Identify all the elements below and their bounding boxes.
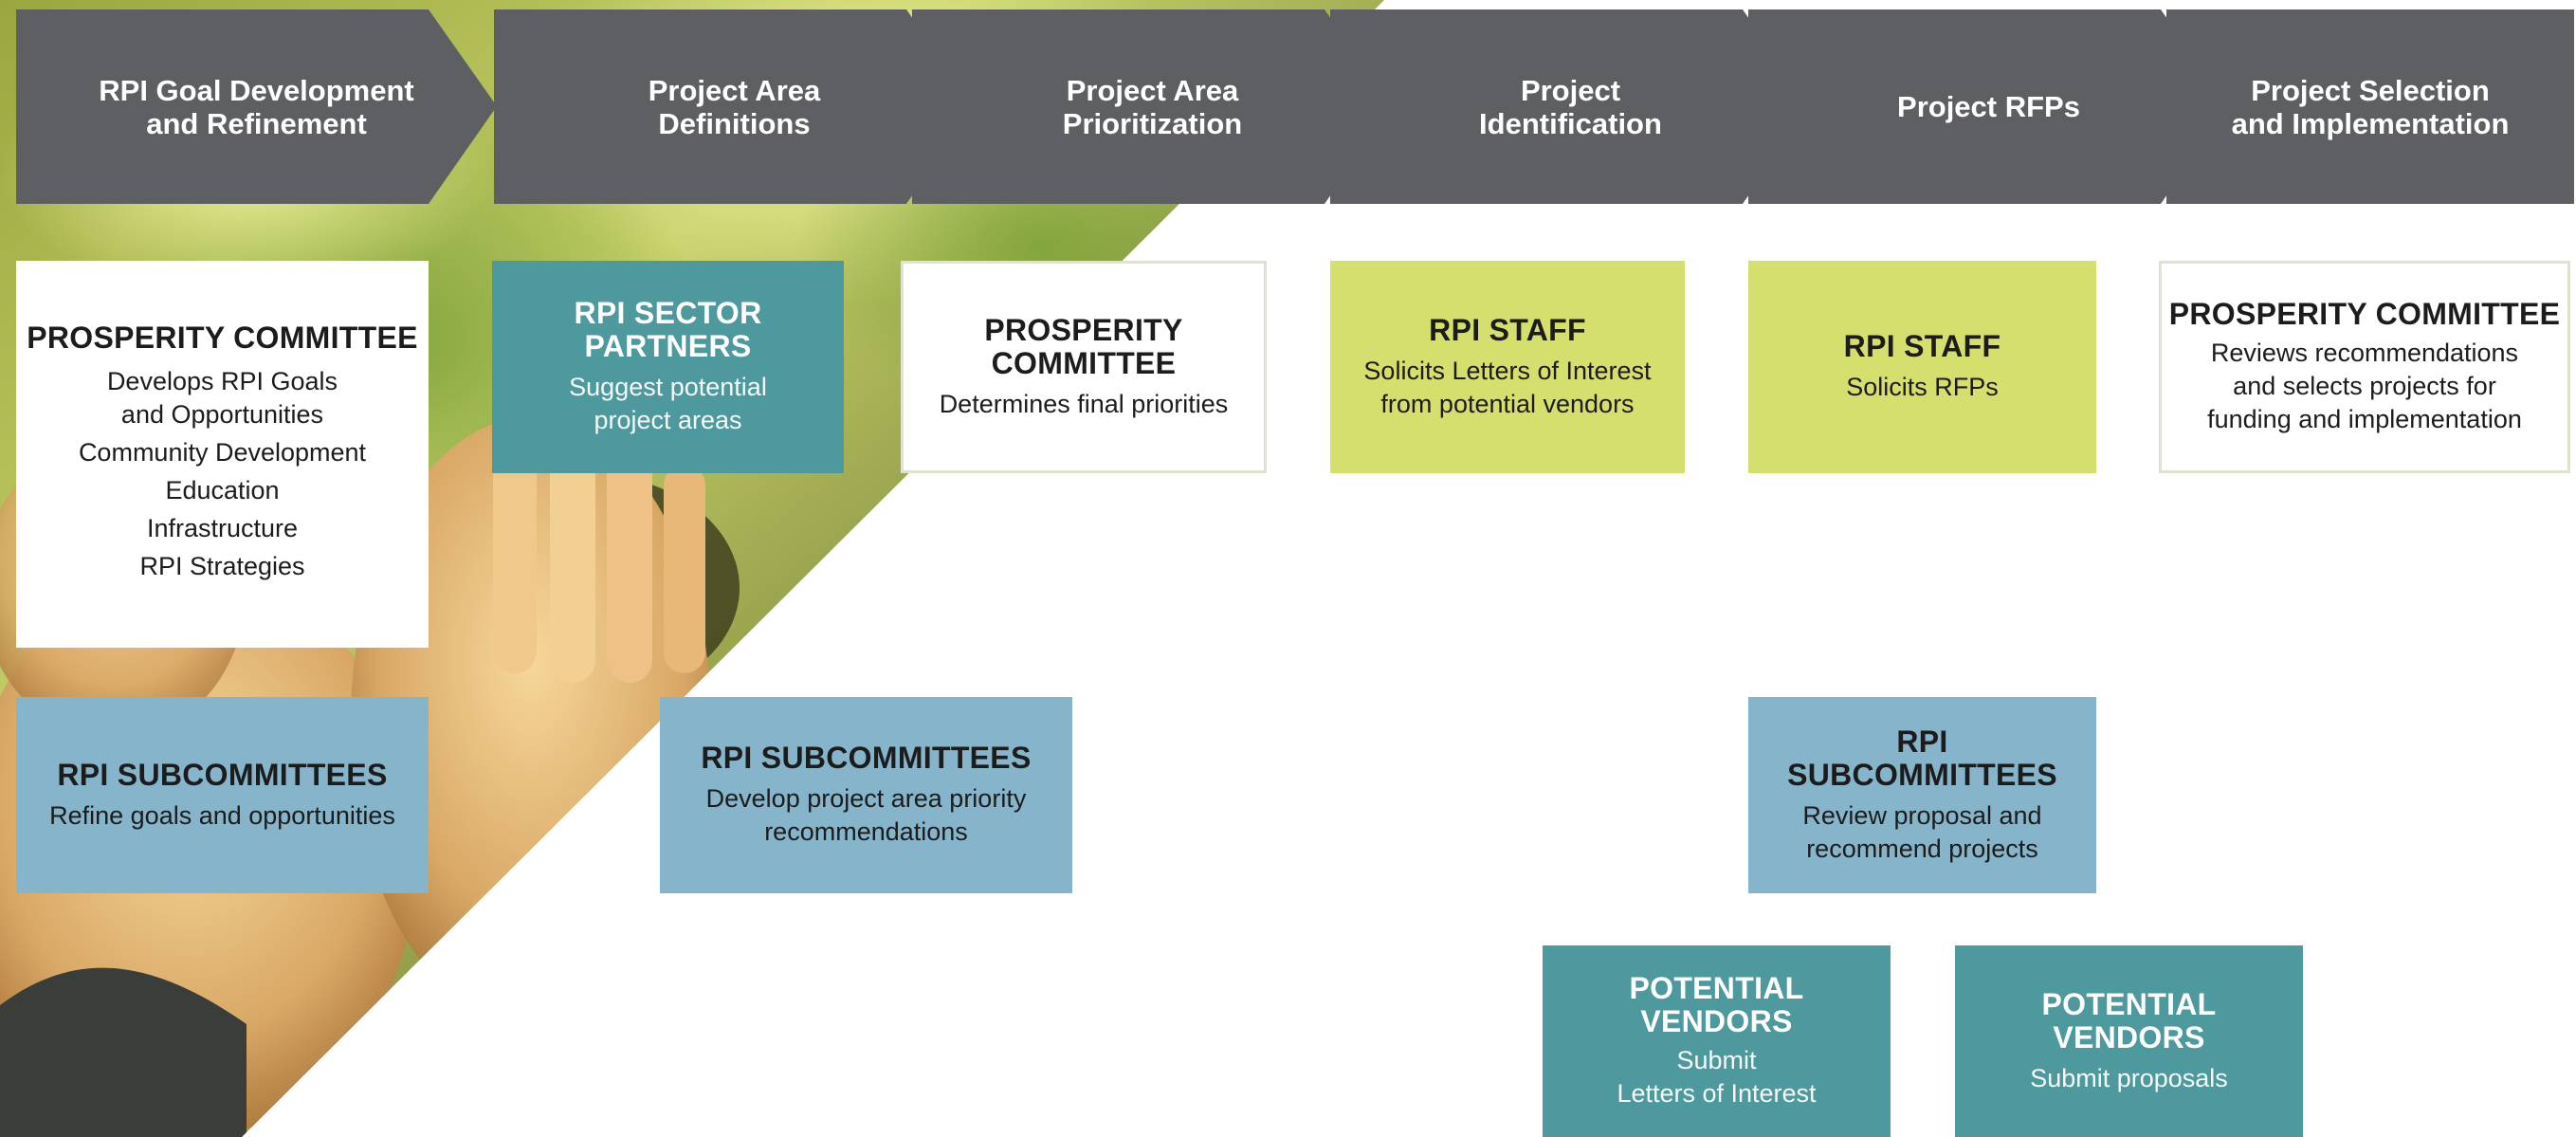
box-rpi-sector-partners: RPI SECTOR PARTNERS Suggest potential pr…	[492, 261, 844, 473]
box-rpi-subcommittees-priority: RPI SUBCOMMITTEES Develop project area p…	[660, 697, 1072, 893]
box-list: Develops RPI Goals and Opportunities Com…	[79, 360, 366, 588]
box-potential-vendors-letters: POTENTIAL VENDORS Submit Letters of Inte…	[1543, 945, 1891, 1137]
box-text: Submit Letters of Interest	[1617, 1046, 1817, 1108]
step-label: Project Area Definitions	[648, 73, 821, 140]
step-label: Project Area Prioritization	[1062, 73, 1243, 140]
step-goal-development: RPI Goal Development and Refinement	[16, 9, 497, 204]
list-item: RPI Strategies	[139, 551, 305, 580]
list-item: Community Development	[78, 437, 367, 467]
box-title: PROSPERITY COMMITTEE	[984, 312, 1183, 380]
box-rpi-staff-letters: RPI STAFF Solicits Letters of Interest f…	[1330, 261, 1685, 473]
box-title: PROSPERITY COMMITTEE	[27, 320, 418, 355]
box-prosperity-committee-goals: PROSPERITY COMMITTEE Develops RPI Goals …	[16, 261, 429, 648]
step-project-selection: Project Selection and Implementation	[2166, 9, 2574, 204]
box-prosperity-committee-priorities: PROSPERITY COMMITTEE Determines final pr…	[901, 261, 1267, 473]
box-title: RPI STAFF	[1843, 329, 2001, 363]
step-label: Project Identification	[1479, 73, 1662, 140]
box-title: RPI SECTOR PARTNERS	[574, 296, 762, 363]
box-rpi-staff-rfps: RPI STAFF Solicits RFPs	[1748, 261, 2096, 473]
box-title: RPI STAFF	[1429, 312, 1586, 347]
box-text: Suggest potential project areas	[569, 373, 767, 434]
box-title: PROSPERITY COMMITTEE	[2168, 297, 2561, 331]
step-label: Project Selection and Implementation	[2231, 73, 2510, 140]
box-title: RPI SUBCOMMITTEES	[57, 757, 388, 792]
step-project-rfps: Project RFPs	[1748, 9, 2229, 204]
box-text: Develop project area priority recommenda…	[705, 784, 1027, 846]
box-prosperity-committee-selection: PROSPERITY COMMITTEE Reviews recommendat…	[2159, 261, 2570, 473]
box-text: Reviews recommendations and selects proj…	[2207, 339, 2522, 433]
box-text: Submit proposals	[2030, 1063, 2228, 1092]
box-rpi-subcommittees-refine: RPI SUBCOMMITTEES Refine goals and oppor…	[16, 697, 429, 893]
box-text: Solicits Letters of Interest from potent…	[1363, 356, 1652, 418]
step-project-area-definitions: Project Area Definitions	[494, 9, 975, 204]
box-text: Refine goals and opportunities	[49, 800, 395, 830]
box-title: POTENTIAL VENDORS	[2041, 986, 2217, 1054]
box-title: RPI SUBCOMMITTEES	[701, 741, 1032, 775]
step-project-identification: Project Identification	[1330, 9, 1811, 204]
list-item: Education	[165, 475, 280, 504]
box-text: Determines final priorities	[939, 389, 1229, 418]
box-potential-vendors-proposals: POTENTIAL VENDORS Submit proposals	[1955, 945, 2303, 1137]
list-item: Infrastructure	[146, 513, 299, 542]
step-label: RPI Goal Development and Refinement	[99, 73, 414, 140]
step-project-area-prioritization: Project Area Prioritization	[912, 9, 1393, 204]
box-text: Review proposal and recommend projects	[1802, 800, 2042, 863]
box-text: Solicits RFPs	[1846, 373, 1999, 401]
step-label: Project RFPs	[1897, 90, 2080, 123]
list-item: Develops RPI Goals and Opportunities	[106, 366, 338, 429]
box-title: POTENTIAL VENDORS	[1629, 971, 1804, 1038]
box-title: RPI SUBCOMMITTEES	[1787, 724, 2057, 792]
box-rpi-subcommittees-review: RPI SUBCOMMITTEES Review proposal and re…	[1748, 697, 2096, 893]
